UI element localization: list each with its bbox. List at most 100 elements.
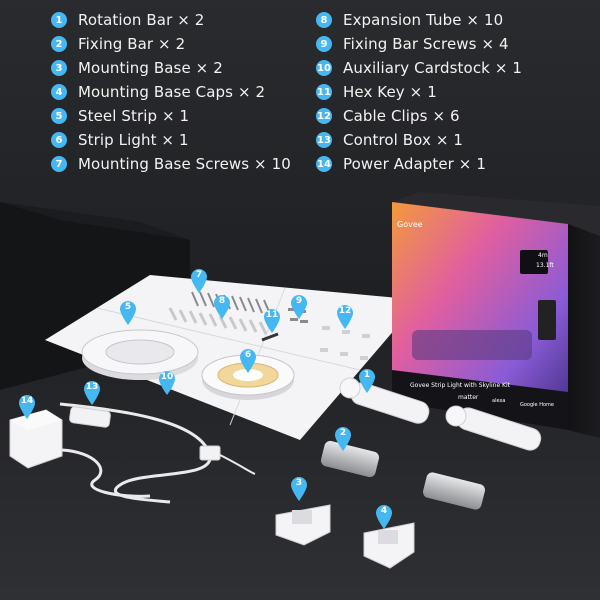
- component-label: Mounting Base Screws × 10: [78, 155, 291, 173]
- rotation-bar: [445, 405, 542, 451]
- map-pin-icon: [359, 369, 375, 393]
- callout-number: 11: [265, 310, 279, 320]
- number-badge: 2: [51, 36, 67, 52]
- callout-pin-9: 9: [289, 294, 309, 320]
- map-pin-icon: [240, 349, 256, 373]
- list-item: 2 Fixing Bar × 2: [51, 32, 291, 56]
- list-item: 9 Fixing Bar Screws × 4: [316, 32, 522, 56]
- callout-pin-7: 7: [189, 268, 209, 294]
- number-badge: 4: [51, 84, 67, 100]
- expansion-tubes: [168, 307, 268, 335]
- callout-pin-8: 8: [212, 294, 232, 320]
- number-badge: 5: [51, 108, 67, 124]
- callout-pin-5: 5: [118, 300, 138, 326]
- power-adapter: [9, 409, 151, 498]
- callout-number: 9: [295, 296, 303, 306]
- number-badge: 6: [51, 132, 67, 148]
- callout-number: 12: [338, 306, 352, 316]
- mounting-base: [275, 504, 331, 546]
- map-pin-icon: [191, 269, 207, 293]
- product-box: [392, 192, 600, 438]
- box-size-feet: 13.1ft: [536, 262, 554, 269]
- list-item: 4 Mounting Base Caps × 2: [51, 80, 291, 104]
- component-label: Control Box × 1: [343, 131, 464, 149]
- scene-illustration: [0, 192, 600, 569]
- callout-number: 5: [124, 302, 132, 312]
- map-pin-icon: [120, 301, 136, 325]
- callout-pin-13: 13: [82, 380, 102, 406]
- callout-pin-6: 6: [238, 348, 258, 374]
- number-badge: 3: [51, 60, 67, 76]
- box-badge-alexa: alexa: [492, 398, 506, 404]
- map-pin-icon: [264, 309, 280, 333]
- list-item: 12 Cable Clips × 6: [316, 104, 522, 128]
- box-brand-logo: Govee: [397, 220, 423, 229]
- component-label: Hex Key × 1: [343, 83, 437, 101]
- list-item: 14 Power Adapter × 1: [316, 152, 522, 176]
- number-badge: 9: [316, 36, 332, 52]
- cardstock-fold-line: [96, 307, 361, 371]
- map-pin-icon: [337, 305, 353, 329]
- component-label: Fixing Bar Screws × 4: [343, 35, 509, 53]
- box-badge-matter: matter: [458, 394, 479, 401]
- number-badge: 7: [51, 156, 67, 172]
- list-item: 6 Strip Light × 1: [51, 128, 291, 152]
- component-label: Cable Clips × 6: [343, 107, 460, 125]
- control-box-assembly: [59, 402, 256, 504]
- map-pin-icon: [291, 295, 307, 319]
- callout-pin-4: 4: [374, 504, 394, 530]
- box-size-meters: 4m: [538, 252, 548, 259]
- callout-number: 1: [363, 370, 371, 380]
- component-label: Power Adapter × 1: [343, 155, 486, 173]
- callout-number: 3: [295, 478, 303, 488]
- hex-key: [261, 332, 279, 342]
- component-list-right: 8 Expansion Tube × 10 9 Fixing Bar Screws …: [316, 8, 522, 176]
- callout-number: 7: [195, 270, 203, 280]
- number-badge: 14: [316, 156, 332, 172]
- callout-number: 6: [244, 350, 252, 360]
- fixing-bar: [320, 440, 380, 478]
- map-pin-icon: [376, 505, 392, 529]
- component-label: Expansion Tube × 10: [343, 11, 504, 29]
- map-pin-icon: [159, 371, 175, 395]
- map-pin-icon: [335, 427, 351, 451]
- callout-pin-3: 3: [289, 476, 309, 502]
- callout-number: 8: [218, 296, 226, 306]
- map-pin-icon: [214, 295, 230, 319]
- callout-number: 4: [380, 506, 388, 516]
- callout-pin-14: 14: [17, 394, 37, 420]
- product-scene: Govee Govee Strip Light with Skyline Kit…: [0, 180, 600, 600]
- callout-number: 14: [20, 396, 34, 406]
- fixing-bar: [423, 472, 485, 510]
- number-badge: 11: [316, 84, 332, 100]
- callout-pin-12: 12: [335, 304, 355, 330]
- component-label: Mounting Base Caps × 2: [78, 83, 266, 101]
- dark-platform-top: [0, 202, 190, 240]
- callout-pin-10: 10: [157, 370, 177, 396]
- component-label: Fixing Bar × 2: [78, 35, 186, 53]
- rotation-bar: [339, 377, 430, 424]
- callout-number: 10: [160, 372, 174, 382]
- number-badge: 1: [51, 12, 67, 28]
- list-item: 5 Steel Strip × 1: [51, 104, 291, 128]
- number-badge: 12: [316, 108, 332, 124]
- callout-pin-11: 11: [262, 308, 282, 334]
- component-label: Steel Strip × 1: [78, 107, 190, 125]
- list-item: 11 Hex Key × 1: [316, 80, 522, 104]
- callout-number: 13: [85, 382, 99, 392]
- number-badge: 10: [316, 60, 332, 76]
- list-item: 7 Mounting Base Screws × 10: [51, 152, 291, 176]
- mounting-base-cap: [363, 522, 415, 569]
- box-title: Govee Strip Light with Skyline Kit: [410, 382, 510, 389]
- cable-clips: [320, 326, 370, 360]
- strip-light-reel: [201, 354, 295, 400]
- steel-strip-reel: [81, 329, 199, 380]
- list-item: 8 Expansion Tube × 10: [316, 8, 522, 32]
- number-badge: 8: [316, 12, 332, 28]
- component-label: Strip Light × 1: [78, 131, 189, 149]
